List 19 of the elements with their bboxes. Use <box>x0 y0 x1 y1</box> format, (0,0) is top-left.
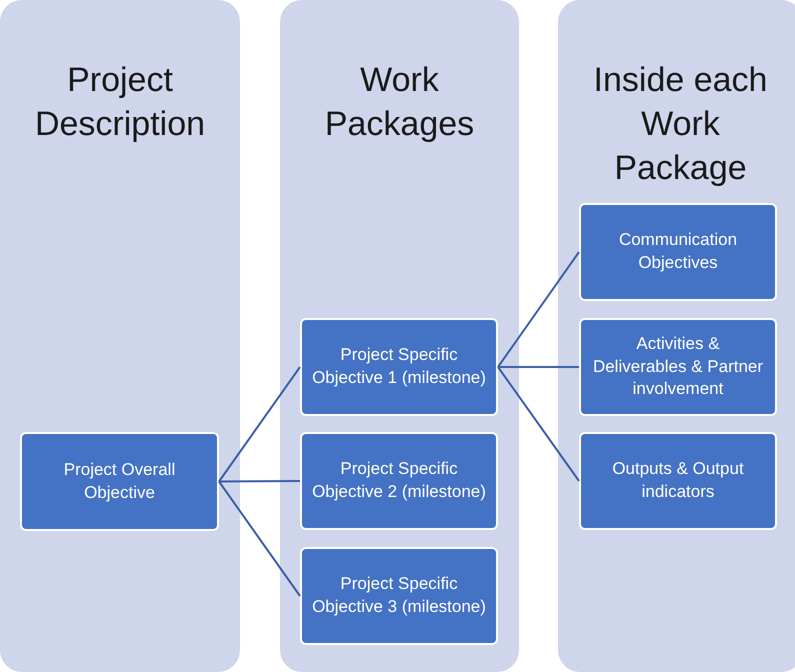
objective-box: Project Specific Objective 3 (milestone) <box>300 547 498 645</box>
column-heading: Work Packages <box>324 60 476 146</box>
objective-box: Project Overall Objective <box>20 432 219 531</box>
objective-box: Project Specific Objective 1 (milestone) <box>300 318 498 416</box>
connector-line <box>218 366 301 482</box>
connector-line <box>497 366 580 482</box>
connector-line <box>497 251 580 368</box>
column-heading: Inside each Work Package <box>592 60 768 190</box>
objective-box: Outputs & Output indicators <box>579 432 777 530</box>
connector-line <box>218 480 301 597</box>
objective-box: Activities & Deliverables & Partner involvement <box>579 318 777 416</box>
objective-box: Communication Objectives <box>579 203 777 301</box>
connector-line <box>498 366 579 368</box>
column-band <box>0 0 240 672</box>
column-band <box>558 0 795 672</box>
connector-line <box>219 480 300 482</box>
objective-box: Project Specific Objective 2 (milestone) <box>300 432 498 530</box>
column-heading: Project Description <box>34 60 206 146</box>
column-band <box>280 0 519 672</box>
